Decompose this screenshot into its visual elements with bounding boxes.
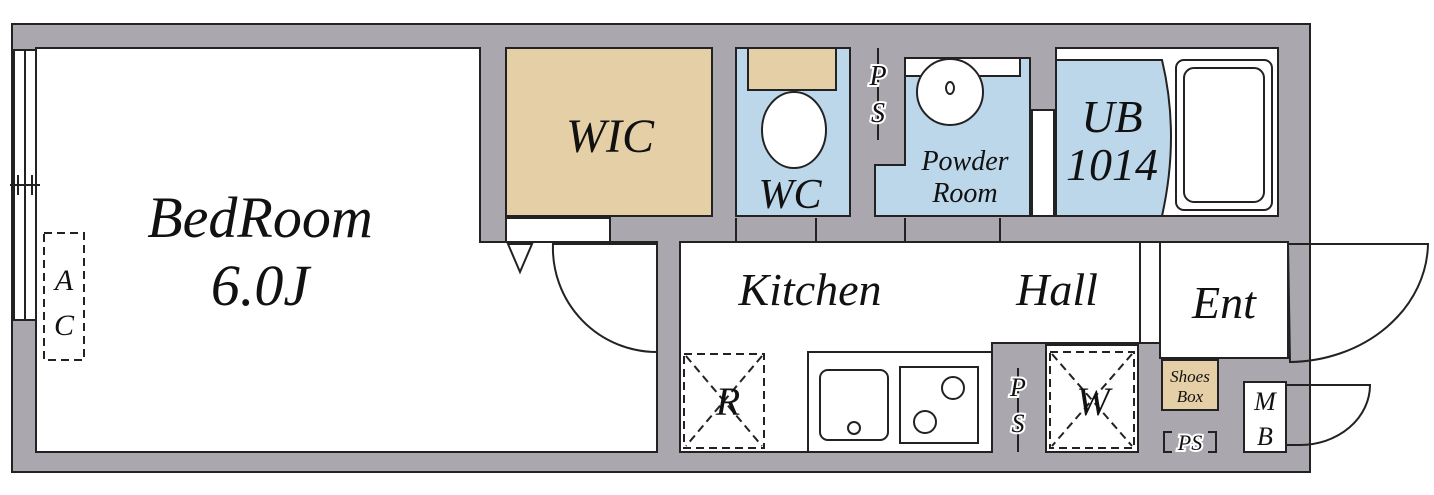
- hall-label: Hall: [1015, 264, 1098, 315]
- entrance-door[interactable]: [1286, 243, 1430, 364]
- wash-basin-icon: [916, 58, 984, 126]
- ps-upper-label-1: P: [868, 61, 886, 92]
- meter-box-door[interactable]: [1286, 384, 1372, 446]
- burner-2: [913, 410, 937, 434]
- meter-box: [1243, 381, 1287, 453]
- powder-room: [874, 57, 1031, 217]
- ac-label-1: A: [53, 264, 74, 297]
- bathtub-inner: [1183, 67, 1265, 203]
- ac-label-2: C: [54, 309, 75, 342]
- washer-cross: [1051, 353, 1133, 447]
- bath-door-gap: [1031, 109, 1055, 217]
- washer-dashed-outline: [1049, 351, 1135, 449]
- bedroom-size: 6.0J: [211, 253, 313, 318]
- bedroom-label: BedRoom: [147, 185, 373, 250]
- meter-box-label-1: M: [1253, 387, 1277, 416]
- bedroom-door-swing: [551, 243, 658, 353]
- washer-label: W: [1076, 379, 1113, 424]
- ps-entrance-label: PS: [1177, 430, 1202, 455]
- toilet-icon: [761, 91, 827, 169]
- ps-lower-label-1: P: [1009, 373, 1026, 402]
- shoes-box-label-1: Shoes: [1170, 367, 1210, 386]
- wc-label: WC: [759, 172, 823, 218]
- burner-1: [941, 376, 965, 400]
- wc-shelf: [747, 47, 837, 91]
- air-conditioner-box: [43, 232, 85, 361]
- wic-label: WIC: [566, 110, 655, 163]
- ps-lower-label-2: S: [1012, 409, 1025, 438]
- wic-door-marker: [506, 243, 534, 275]
- ps-entrance-bracket: [1163, 431, 1217, 453]
- ps-upper-label-2: S: [871, 98, 885, 129]
- refrigerator-cross: [685, 355, 763, 447]
- unit-bath-label-1: UB: [1081, 91, 1142, 142]
- powder-room-label-2: Room: [931, 178, 997, 209]
- meter-box-label-2: B: [1257, 422, 1273, 451]
- unit-bath-floor: [1055, 59, 1172, 217]
- kitchen-label: Kitchen: [737, 264, 881, 315]
- window: [10, 49, 40, 321]
- unit-bath-label-2: 1014: [1066, 139, 1158, 190]
- basin-drain: [945, 81, 955, 95]
- shoes-box: [1161, 359, 1219, 411]
- bedroom-floor: [35, 47, 658, 453]
- refrigerator-space: [683, 353, 765, 449]
- shoes-box-label-2: Box: [1177, 387, 1204, 406]
- sink-drain: [847, 421, 861, 435]
- kitchen-sink-icon: [819, 369, 889, 441]
- powder-room-label-1: Powder: [920, 146, 1008, 177]
- refrigerator-label: R: [715, 379, 740, 424]
- entrance-label: Ent: [1191, 277, 1257, 328]
- wic-threshold: [505, 217, 611, 243]
- wic-room: [505, 47, 713, 217]
- stove-icon: [899, 366, 979, 444]
